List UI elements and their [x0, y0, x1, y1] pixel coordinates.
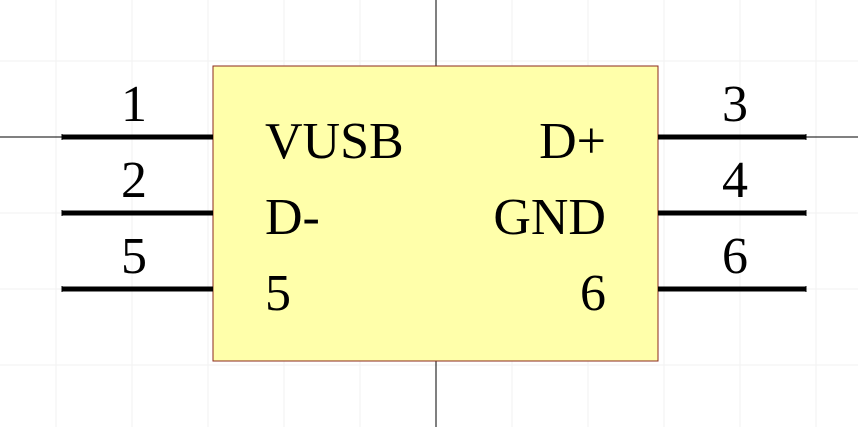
pin-number-6: 6 — [722, 228, 748, 285]
pin-4[interactable]: 4 GND — [493, 152, 807, 246]
pin-number-4: 4 — [722, 152, 748, 209]
pin-1[interactable]: 1 VUSB — [61, 76, 404, 170]
pin-2[interactable]: 2 D- — [61, 152, 320, 246]
pin-name-6: 6 — [580, 265, 606, 322]
pin-name-5: 5 — [265, 265, 291, 322]
pin-number-2: 2 — [121, 152, 147, 209]
pin-name-vusb: VUSB — [265, 113, 404, 170]
component-body[interactable] — [212, 65, 659, 362]
pin-5[interactable]: 5 5 — [61, 228, 291, 322]
pin-number-5: 5 — [121, 228, 147, 285]
pin-6[interactable]: 6 6 — [580, 228, 807, 322]
pin-3[interactable]: 3 D+ — [539, 76, 807, 170]
pin-name-d-plus: D+ — [539, 113, 606, 170]
pin-name-d-minus: D- — [265, 189, 320, 246]
pin-name-gnd: GND — [493, 189, 606, 246]
pin-number-1: 1 — [121, 76, 147, 133]
pin-number-3: 3 — [722, 76, 748, 133]
